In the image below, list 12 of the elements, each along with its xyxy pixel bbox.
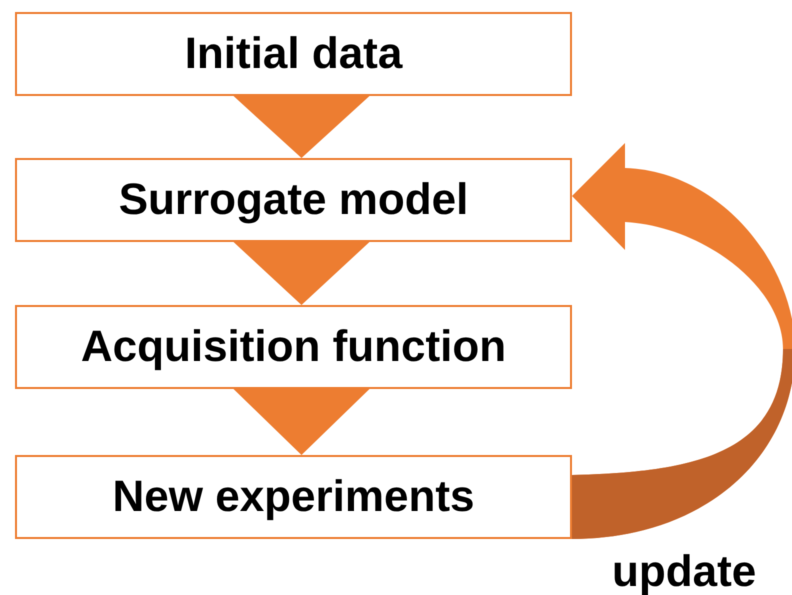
process-box	[15, 158, 572, 242]
box-text: Acquisition function	[80, 325, 506, 369]
box-text: Initial data	[184, 32, 402, 76]
curved-arrow	[572, 143, 792, 539]
triangle-arrow	[234, 389, 370, 455]
process-box	[15, 12, 572, 96]
process-box	[15, 305, 572, 389]
box-text: Surrogate model	[118, 178, 468, 222]
process-box	[15, 455, 572, 539]
triangle-arrow	[234, 96, 370, 158]
triangle-arrow	[234, 242, 370, 305]
box-text: New experiments	[112, 475, 474, 519]
